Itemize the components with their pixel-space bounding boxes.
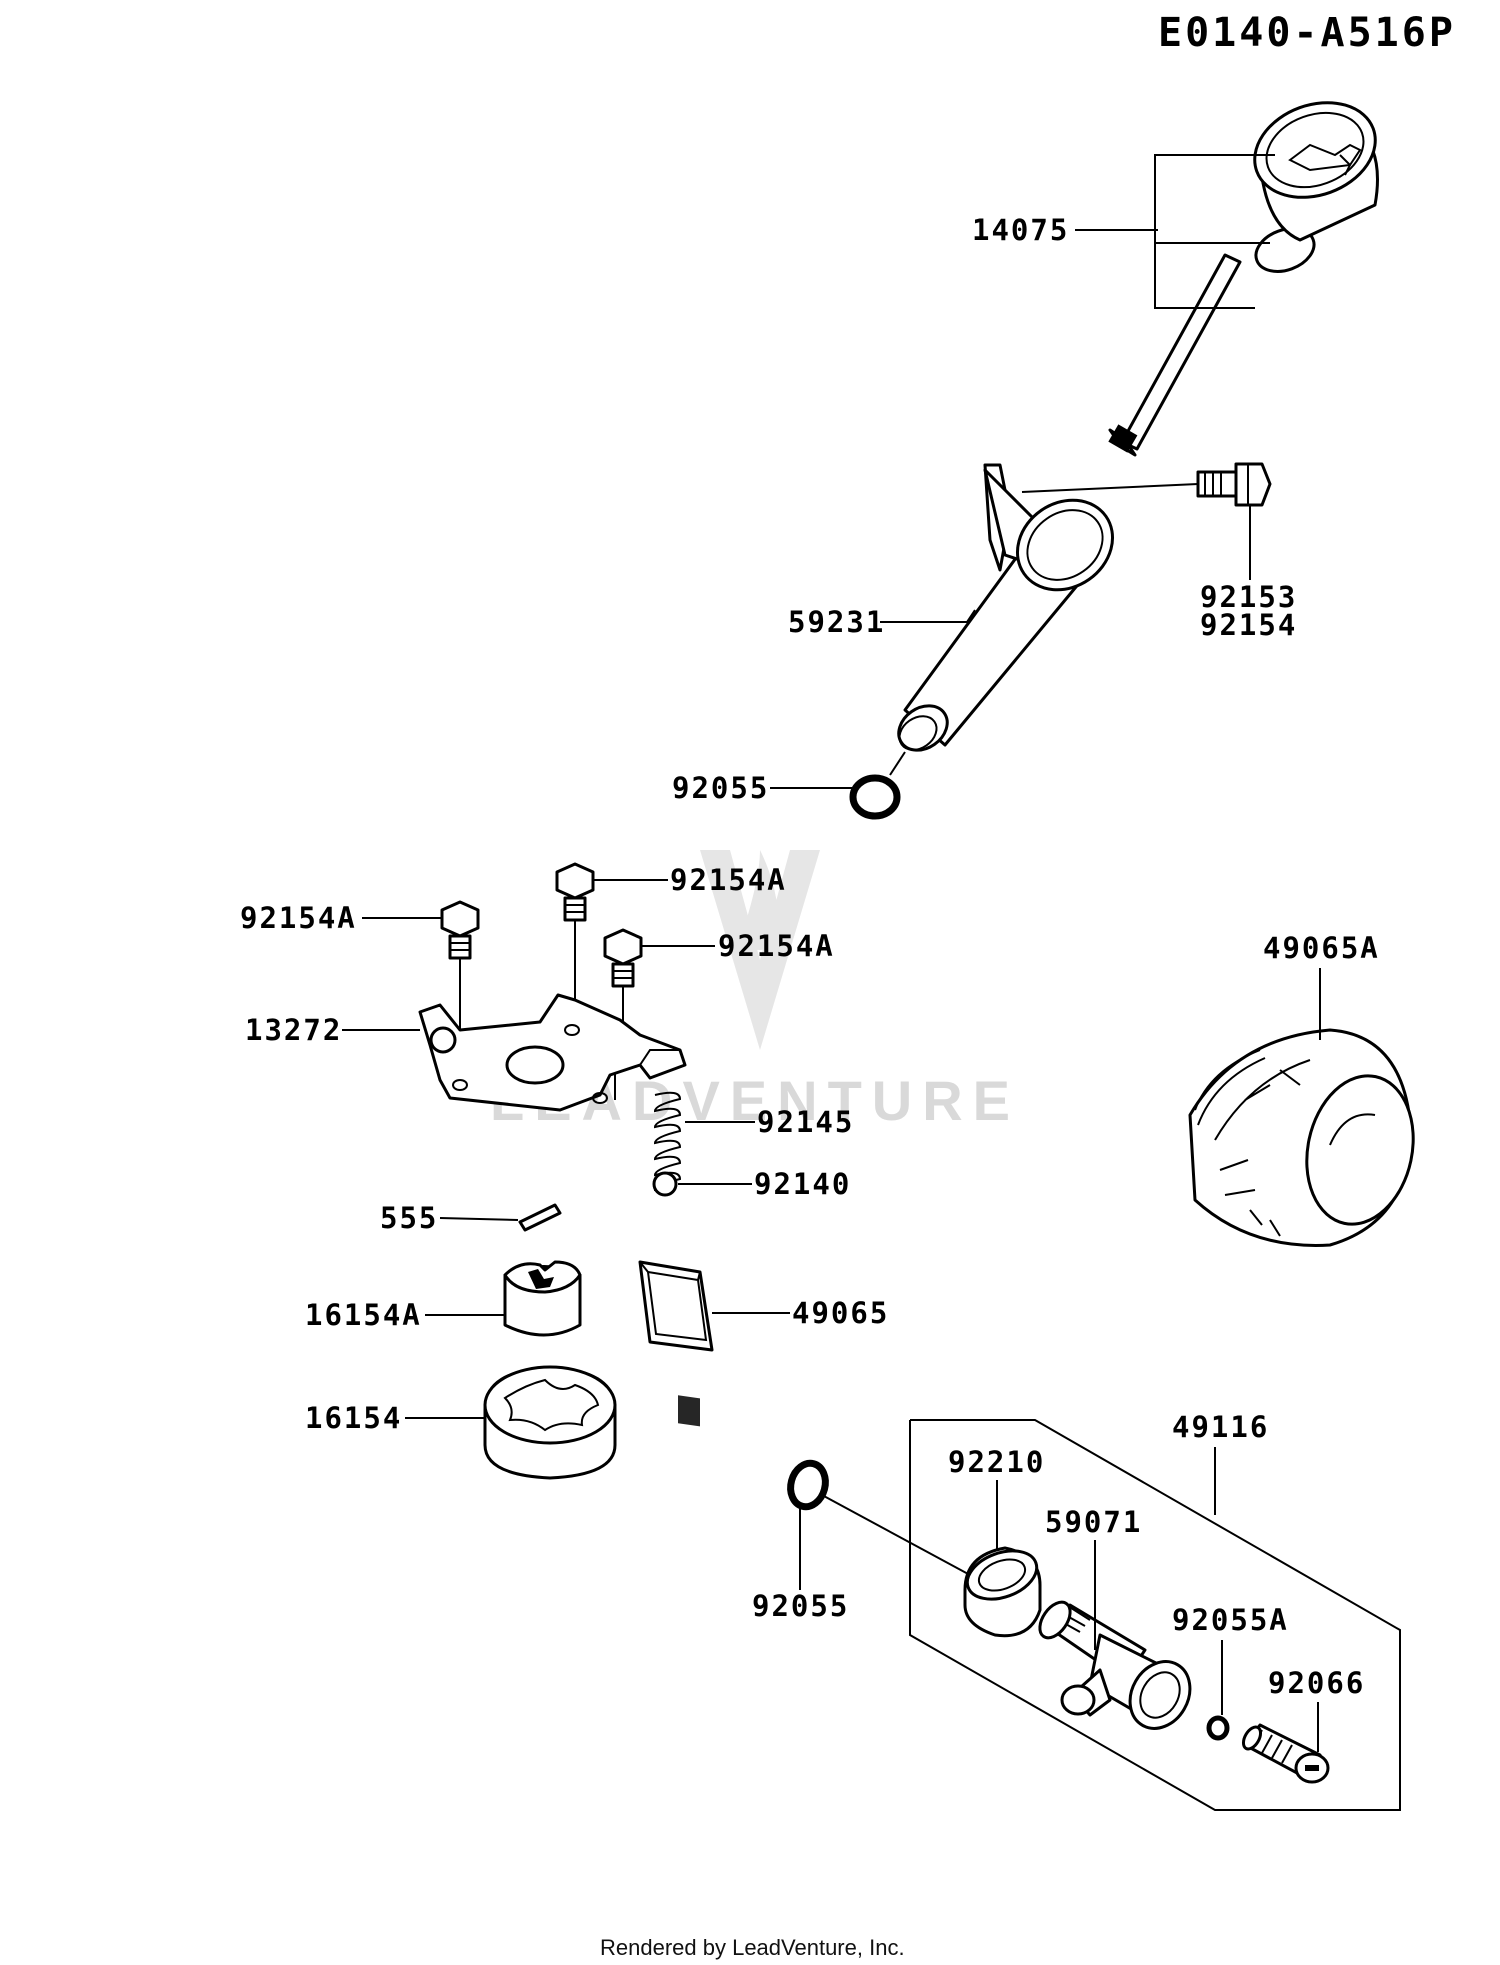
label-14075[interactable]: 14075 xyxy=(972,213,1069,247)
part-92140-ball[interactable] xyxy=(652,1171,678,1197)
part-13272-plate[interactable] xyxy=(418,993,687,1112)
part-49065-screen[interactable] xyxy=(638,1260,714,1427)
label-92154[interactable]: 92154 xyxy=(1200,608,1297,642)
label-92210[interactable]: 92210 xyxy=(948,1445,1045,1479)
label-49116[interactable]: 49116 xyxy=(1172,1410,1269,1444)
part-49065A-oil-filter[interactable] xyxy=(1188,1028,1426,1247)
part-16154A-inner-rotor[interactable] xyxy=(503,1260,582,1337)
leader-59231 xyxy=(880,609,976,623)
label-92055-bottom[interactable]: 92055 xyxy=(752,1589,849,1623)
footer-credit: Rendered by LeadVenture, Inc. xyxy=(600,1935,905,1960)
label-92140[interactable]: 92140 xyxy=(754,1167,851,1201)
diagram-code: E0140-A516P xyxy=(1158,10,1456,56)
part-92145-spring[interactable] xyxy=(653,1091,682,1192)
part-555-pin[interactable] xyxy=(518,1203,562,1232)
label-92145[interactable]: 92145 xyxy=(757,1105,854,1139)
part-92153-bolt[interactable] xyxy=(1196,462,1272,507)
leader-14075 xyxy=(1075,154,1275,309)
label-92055-top[interactable]: 92055 xyxy=(672,771,769,805)
label-59071[interactable]: 59071 xyxy=(1045,1505,1142,1539)
label-49065[interactable]: 49065 xyxy=(792,1296,889,1330)
leader-92153 xyxy=(1021,483,1251,580)
label-92055A[interactable]: 92055A xyxy=(1172,1603,1289,1637)
part-16154-outer-rotor[interactable] xyxy=(483,1365,617,1480)
label-92154A-3[interactable]: 92154A xyxy=(718,929,835,963)
part-92055-oring-top[interactable] xyxy=(849,774,901,820)
part-92154A-bolt-2[interactable] xyxy=(555,862,595,922)
part-59231-filler-tube[interactable] xyxy=(890,463,1130,759)
leader-555 xyxy=(439,1217,519,1221)
part-92154A-bolt-1[interactable] xyxy=(440,900,480,960)
label-555[interactable]: 555 xyxy=(380,1201,438,1235)
label-59231[interactable]: 59231 xyxy=(788,605,885,639)
leader-92055-bottom xyxy=(799,1494,971,1590)
part-92154A-bolt-3[interactable] xyxy=(603,928,643,988)
part-92055-oring-bottom[interactable] xyxy=(786,1459,830,1511)
part-92210-nut[interactable] xyxy=(961,1542,1044,1638)
label-92153[interactable]: 92153 xyxy=(1200,580,1297,614)
label-13272[interactable]: 13272 xyxy=(245,1013,342,1047)
label-92066[interactable]: 92066 xyxy=(1268,1666,1365,1700)
label-16154A[interactable]: 16154A xyxy=(305,1298,422,1332)
part-92055A-oring-small[interactable] xyxy=(1206,1715,1230,1741)
kit-49116-outline xyxy=(909,1419,1401,1811)
label-16154[interactable]: 16154 xyxy=(305,1401,402,1435)
label-49065A[interactable]: 49065A xyxy=(1263,931,1380,965)
label-92154A-2[interactable]: 92154A xyxy=(670,863,787,897)
leader-92055-top xyxy=(770,751,906,789)
label-92154A-1[interactable]: 92154A xyxy=(240,901,357,935)
part-92066-plug[interactable] xyxy=(1240,1723,1330,1784)
part-14075-dipstick[interactable] xyxy=(1108,87,1388,457)
